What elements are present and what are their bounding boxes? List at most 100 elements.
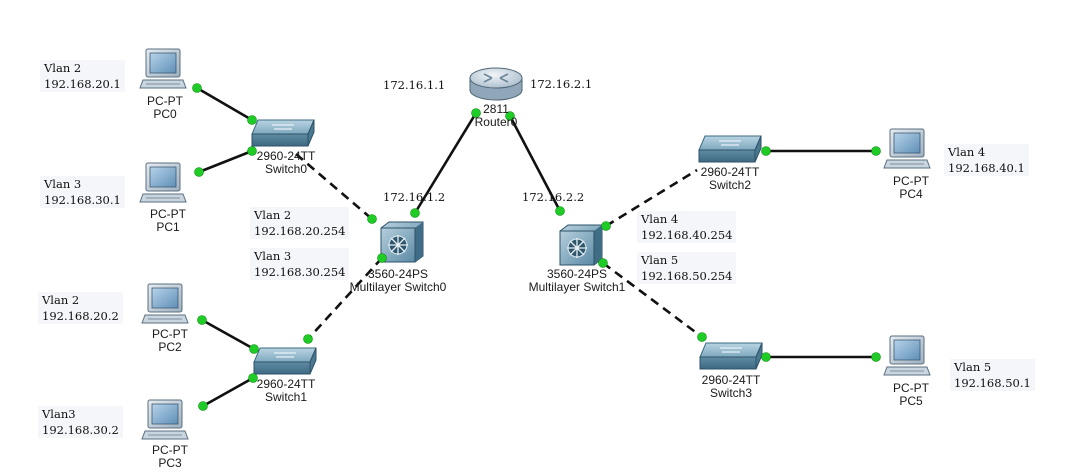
device-name: PC3 <box>158 456 182 470</box>
link-pc0-switch0[interactable] <box>196 86 253 122</box>
router-icon[interactable] <box>469 67 523 101</box>
port-dot <box>410 208 420 218</box>
link-mls0-switch1[interactable] <box>307 257 383 340</box>
device-model: 3560-24PS <box>546 267 608 281</box>
link-mls0-router0[interactable] <box>413 112 478 214</box>
device-label-pc0: PC-PT PC0 <box>140 95 190 121</box>
device-name: Switch3 <box>709 386 753 400</box>
note-pc3[interactable]: Vlan3 192.168.30.2 <box>38 406 123 438</box>
pc-icon[interactable] <box>141 399 189 440</box>
note-router-g1[interactable]: 172.16.2.1 <box>530 77 593 91</box>
link-router0-mls1[interactable] <box>508 115 562 212</box>
link-pc3-switch1[interactable] <box>202 376 254 408</box>
device-name: Multilayer Switch1 <box>528 280 626 294</box>
note-ip: 192.168.30.2 <box>42 423 119 437</box>
switch-icon[interactable] <box>698 135 762 163</box>
note-ip: 192.168.20.254 <box>254 224 346 238</box>
note-vlan: Vlan3 <box>42 407 76 421</box>
note-ip: 192.168.30.1 <box>44 193 121 207</box>
pc-icon[interactable] <box>139 162 187 203</box>
switch-icon[interactable] <box>253 347 317 375</box>
port-dot <box>192 83 202 93</box>
device-name: Multilayer Switch0 <box>349 280 447 294</box>
note-vlan: Vlan 2 <box>44 61 82 75</box>
device-label-mls0: 3560-24PS Multilayer Switch0 <box>330 268 466 294</box>
port-dot <box>377 253 387 263</box>
note-pc1[interactable]: Vlan 3 192.168.30.1 <box>40 176 125 208</box>
note-pc5[interactable]: Vlan 5 192.168.50.1 <box>950 359 1035 391</box>
device-label-pc4: PC-PT PC4 <box>886 175 936 201</box>
port-dot <box>598 258 608 268</box>
pc-icon[interactable] <box>141 283 189 324</box>
device-model: PC-PT <box>893 174 929 188</box>
device-name: Router0 <box>474 115 518 129</box>
multilayer-switch-icon[interactable] <box>559 224 603 266</box>
device-label-mls1: 3560-24PS Multilayer Switch1 <box>509 268 645 294</box>
multilayer-switch-icon[interactable] <box>380 221 424 263</box>
port-dot <box>303 334 313 344</box>
device-name: PC2 <box>158 340 182 354</box>
link-pc1-switch0[interactable] <box>198 149 253 174</box>
device-model: 2960-24TT <box>256 377 316 391</box>
note-vlan: Vlan 2 <box>42 293 80 307</box>
device-model: 2811 <box>483 102 509 116</box>
note-mls1-vlan4[interactable]: Vlan 4 192.168.40.254 <box>637 211 737 243</box>
port-dot <box>197 315 207 325</box>
port-dot <box>367 214 377 224</box>
device-label-switch2: 2960-24TT Switch2 <box>685 166 775 192</box>
note-mls0-uplink[interactable]: 172.16.1.2 <box>383 190 446 204</box>
note-mls1-uplink[interactable]: 172.16.2.2 <box>522 190 585 204</box>
port-dot <box>471 108 481 118</box>
device-name: Switch1 <box>264 390 308 404</box>
note-ip: 192.168.30.254 <box>254 265 346 279</box>
device-name: PC0 <box>153 107 177 121</box>
note-vlan: Vlan 4 <box>641 212 679 226</box>
device-label-pc3: PC-PT PC3 <box>145 444 195 470</box>
device-model: PC-PT <box>152 327 188 341</box>
note-pc4[interactable]: Vlan 4 192.168.40.1 <box>944 144 1029 176</box>
link-pc2-switch1[interactable] <box>201 318 255 351</box>
note-mls0-vlan2[interactable]: Vlan 2 192.168.20.254 <box>250 207 350 239</box>
link-mls1-switch2[interactable] <box>605 168 698 228</box>
switch-icon[interactable] <box>251 119 315 147</box>
port-dot <box>761 352 771 362</box>
note-mls1-vlan5[interactable]: Vlan 5 192.168.50.254 <box>637 252 737 284</box>
link-mls1-switch3[interactable] <box>602 261 703 339</box>
device-model: PC-PT <box>152 443 188 457</box>
pc-icon[interactable] <box>883 335 931 376</box>
link-switch0-mls0[interactable] <box>295 153 373 220</box>
device-name: Switch0 <box>264 162 308 176</box>
port-dot <box>248 373 258 383</box>
device-model: 2960-24TT <box>256 149 316 163</box>
note-vlan: Vlan 2 <box>254 208 292 222</box>
note-router-g0[interactable]: 172.16.1.1 <box>383 78 446 92</box>
device-model: 2960-24TT <box>701 373 761 387</box>
port-dot <box>761 146 771 156</box>
device-label-switch1: 2960-24TT Switch1 <box>241 378 331 404</box>
note-vlan: Vlan 4 <box>948 145 986 159</box>
note-mls0-vlan3[interactable]: Vlan 3 192.168.30.254 <box>250 248 350 280</box>
device-model: PC-PT <box>147 94 183 108</box>
links-layer <box>196 86 876 408</box>
device-model: PC-PT <box>893 381 929 395</box>
device-label-switch3: 2960-24TT Switch3 <box>686 374 776 400</box>
port-dot <box>697 332 707 342</box>
device-name: PC4 <box>899 187 923 201</box>
device-label-pc2: PC-PT PC2 <box>145 328 195 354</box>
note-ip: 192.168.20.2 <box>42 309 119 323</box>
note-ip: 192.168.50.254 <box>641 269 733 283</box>
device-model: 3560-24PS <box>367 267 429 281</box>
note-pc0[interactable]: Vlan 2 192.168.20.1 <box>40 60 125 92</box>
port-dot <box>871 146 881 156</box>
note-pc2[interactable]: Vlan 2 192.168.20.2 <box>38 292 123 324</box>
port-dot <box>871 352 881 362</box>
switch-icon[interactable] <box>699 342 763 370</box>
port-dot <box>247 146 257 156</box>
port-indicators <box>192 83 881 411</box>
port-dot <box>601 221 611 231</box>
note-ip: 192.168.40.1 <box>948 161 1025 175</box>
device-name: PC5 <box>899 394 923 408</box>
port-dot <box>505 111 515 121</box>
pc-icon[interactable] <box>139 48 187 89</box>
pc-icon[interactable] <box>883 128 931 169</box>
